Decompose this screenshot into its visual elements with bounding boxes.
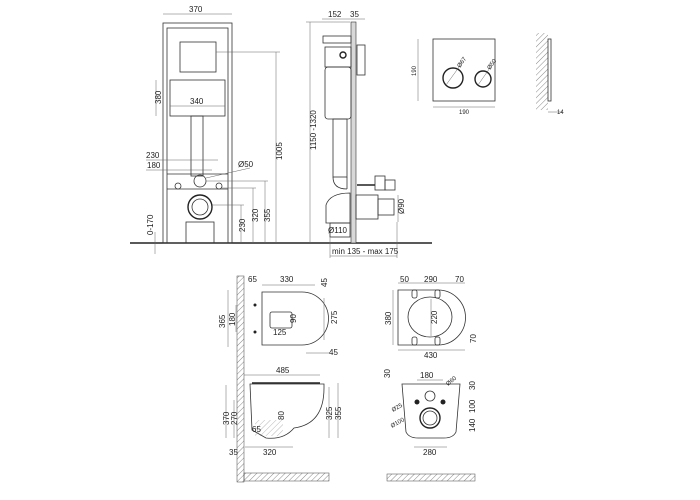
- cistern-valve-box: [179, 41, 217, 73]
- dim-overall: 430: [424, 351, 438, 360]
- bowl-top-view: 65 330 45 365 180 90 125 275 45: [218, 275, 339, 483]
- dim-325: 325: [325, 406, 334, 420]
- cistern: [324, 66, 352, 120]
- dim-stud-outer: 230: [146, 151, 160, 160]
- dim-height-range: 1150 -1320: [309, 110, 318, 150]
- dim-length: 485: [276, 366, 290, 375]
- dim-opening-depth: 90: [289, 314, 298, 323]
- dim-back: 70: [469, 334, 478, 343]
- dim-140: 140: [468, 418, 477, 432]
- seat-outline: [397, 289, 466, 346]
- dim-drain-diameter: Ø50: [238, 160, 254, 169]
- dim-left: 50: [400, 275, 409, 284]
- dim-top-right: 30: [468, 381, 477, 390]
- dim-length: 290: [424, 275, 438, 284]
- dim-270: 270: [230, 411, 239, 425]
- bowl-outline: [261, 291, 329, 346]
- dim-320: 320: [251, 208, 260, 222]
- dim-wall-distance: min 135 - max 175: [332, 247, 399, 256]
- inlet-hole: [424, 390, 436, 402]
- button-small: [474, 70, 492, 88]
- button-large: [442, 67, 464, 89]
- dim-355: 355: [263, 208, 272, 222]
- dim-bolt-spacing: 180: [420, 371, 434, 380]
- dim-plate-width: 190: [459, 110, 470, 116]
- dim-bolt-diameter: Ø25: [391, 403, 404, 414]
- dim-plate-thickness: 14: [557, 110, 564, 116]
- dim-height: 370: [222, 411, 231, 425]
- wall-panel: [350, 21, 357, 244]
- outlet-hole: [419, 407, 441, 429]
- dim-bolt-spacing: 180: [228, 312, 237, 326]
- dim-width: 280: [423, 448, 437, 457]
- dim-stud-inner: 180: [147, 161, 161, 170]
- dim-inner: 220: [430, 310, 439, 324]
- bowl-rear-view: 30 180 Ø60 30 Ø25 100 Ø100 140 280: [383, 369, 477, 482]
- dim-100: 100: [468, 399, 477, 413]
- dim-length: 330: [280, 275, 294, 284]
- bowl-side-outline: [249, 383, 325, 439]
- flush-plate: Ø67 Ø50 190 190 14: [412, 33, 564, 116]
- dim-water-depth: 80: [277, 411, 286, 420]
- dim-button-large: Ø67: [457, 56, 469, 69]
- dim-front: 45: [320, 278, 329, 287]
- bowl-rear-outline: [401, 383, 461, 439]
- dim-rear: 45: [329, 348, 338, 357]
- flush-plate-face: [432, 38, 496, 102]
- dim-outlet-distance: 320: [263, 448, 277, 457]
- dim-outlet-height: 65: [252, 425, 261, 434]
- dim-355: 355: [334, 406, 343, 420]
- dim-outlet: Ø100: [390, 417, 406, 430]
- dim-inlet-diameter: Ø90: [397, 198, 406, 214]
- dim-flush-width: 340: [190, 97, 204, 106]
- floor-hatch: [243, 472, 330, 482]
- outlet-pipe: [187, 194, 213, 220]
- front-view: 370 380 340 230 180 Ø50 1005 355 320 230…: [130, 5, 432, 254]
- dim-flush-height: 380: [154, 90, 163, 104]
- outlet-bend: [325, 192, 351, 224]
- dim-depth: 152: [328, 10, 342, 19]
- dim-outlet-diameter: Ø110: [328, 226, 348, 235]
- dim-230: 230: [238, 218, 247, 232]
- frame: [162, 22, 233, 244]
- dim-opening-width: 125: [273, 328, 287, 337]
- dim-width: 370: [189, 5, 203, 14]
- dim-inner-length: 275: [330, 310, 339, 324]
- dim-right: 70: [455, 275, 464, 284]
- dim-plate-height: 190: [412, 65, 418, 76]
- dim-panel: 35: [350, 10, 359, 19]
- dim-top: 30: [383, 369, 392, 378]
- dim-width: 380: [384, 311, 393, 325]
- dim-offset: 65: [248, 275, 257, 284]
- dim-1005: 1005: [275, 142, 284, 160]
- wall-hatch-vertical: [236, 275, 245, 483]
- dim-leg-adjust: 0-170: [146, 214, 155, 235]
- bowl-side-view: 485 370 270 80 65 325 355 35 320: [222, 366, 343, 457]
- dim-button-small: Ø50: [487, 58, 499, 71]
- seat-top-view: 50 290 70 380 220 70 430: [384, 275, 478, 360]
- dim-inlet: Ø60: [445, 375, 458, 387]
- side-view: 1150 -1320 152 35 Ø110 Ø90 min 135 - max…: [306, 10, 406, 258]
- dim-gap: 35: [229, 448, 238, 457]
- drain-fitting: [193, 174, 207, 188]
- dim-width: 365: [218, 314, 227, 328]
- wall-hatch: [536, 33, 548, 110]
- floor-hatch: [386, 473, 476, 482]
